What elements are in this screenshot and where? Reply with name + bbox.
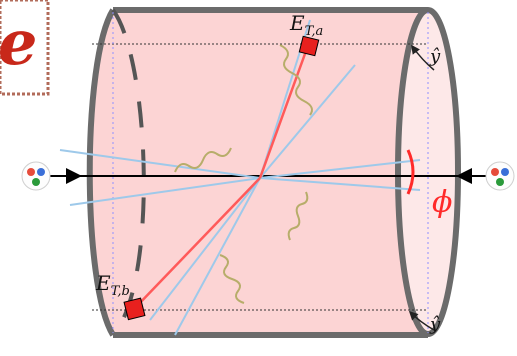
proton-icon <box>21 161 51 191</box>
jet-b-line <box>134 177 261 309</box>
gluon-lines <box>174 44 313 304</box>
corner-label: e <box>0 6 37 79</box>
y-hat-bottom-label: ŷ <box>429 314 441 335</box>
y-hat-top-label: ŷ <box>429 46 441 67</box>
corner-label-box <box>0 0 50 96</box>
cylinder-left-front <box>86 8 116 337</box>
jet-b-label: ET,b <box>95 271 130 299</box>
jet-a-box <box>298 35 320 57</box>
y-arrow-bottom <box>408 310 435 331</box>
proton-icon <box>485 161 515 191</box>
y-arrow-top <box>411 44 435 71</box>
jet-a-line <box>258 39 312 179</box>
jet-a-label: ET,a <box>289 11 323 39</box>
cylinder-body <box>89 10 449 335</box>
phi-arc <box>406 149 415 195</box>
phi-label: ϕ <box>432 185 452 220</box>
jet-b-box <box>123 297 146 321</box>
